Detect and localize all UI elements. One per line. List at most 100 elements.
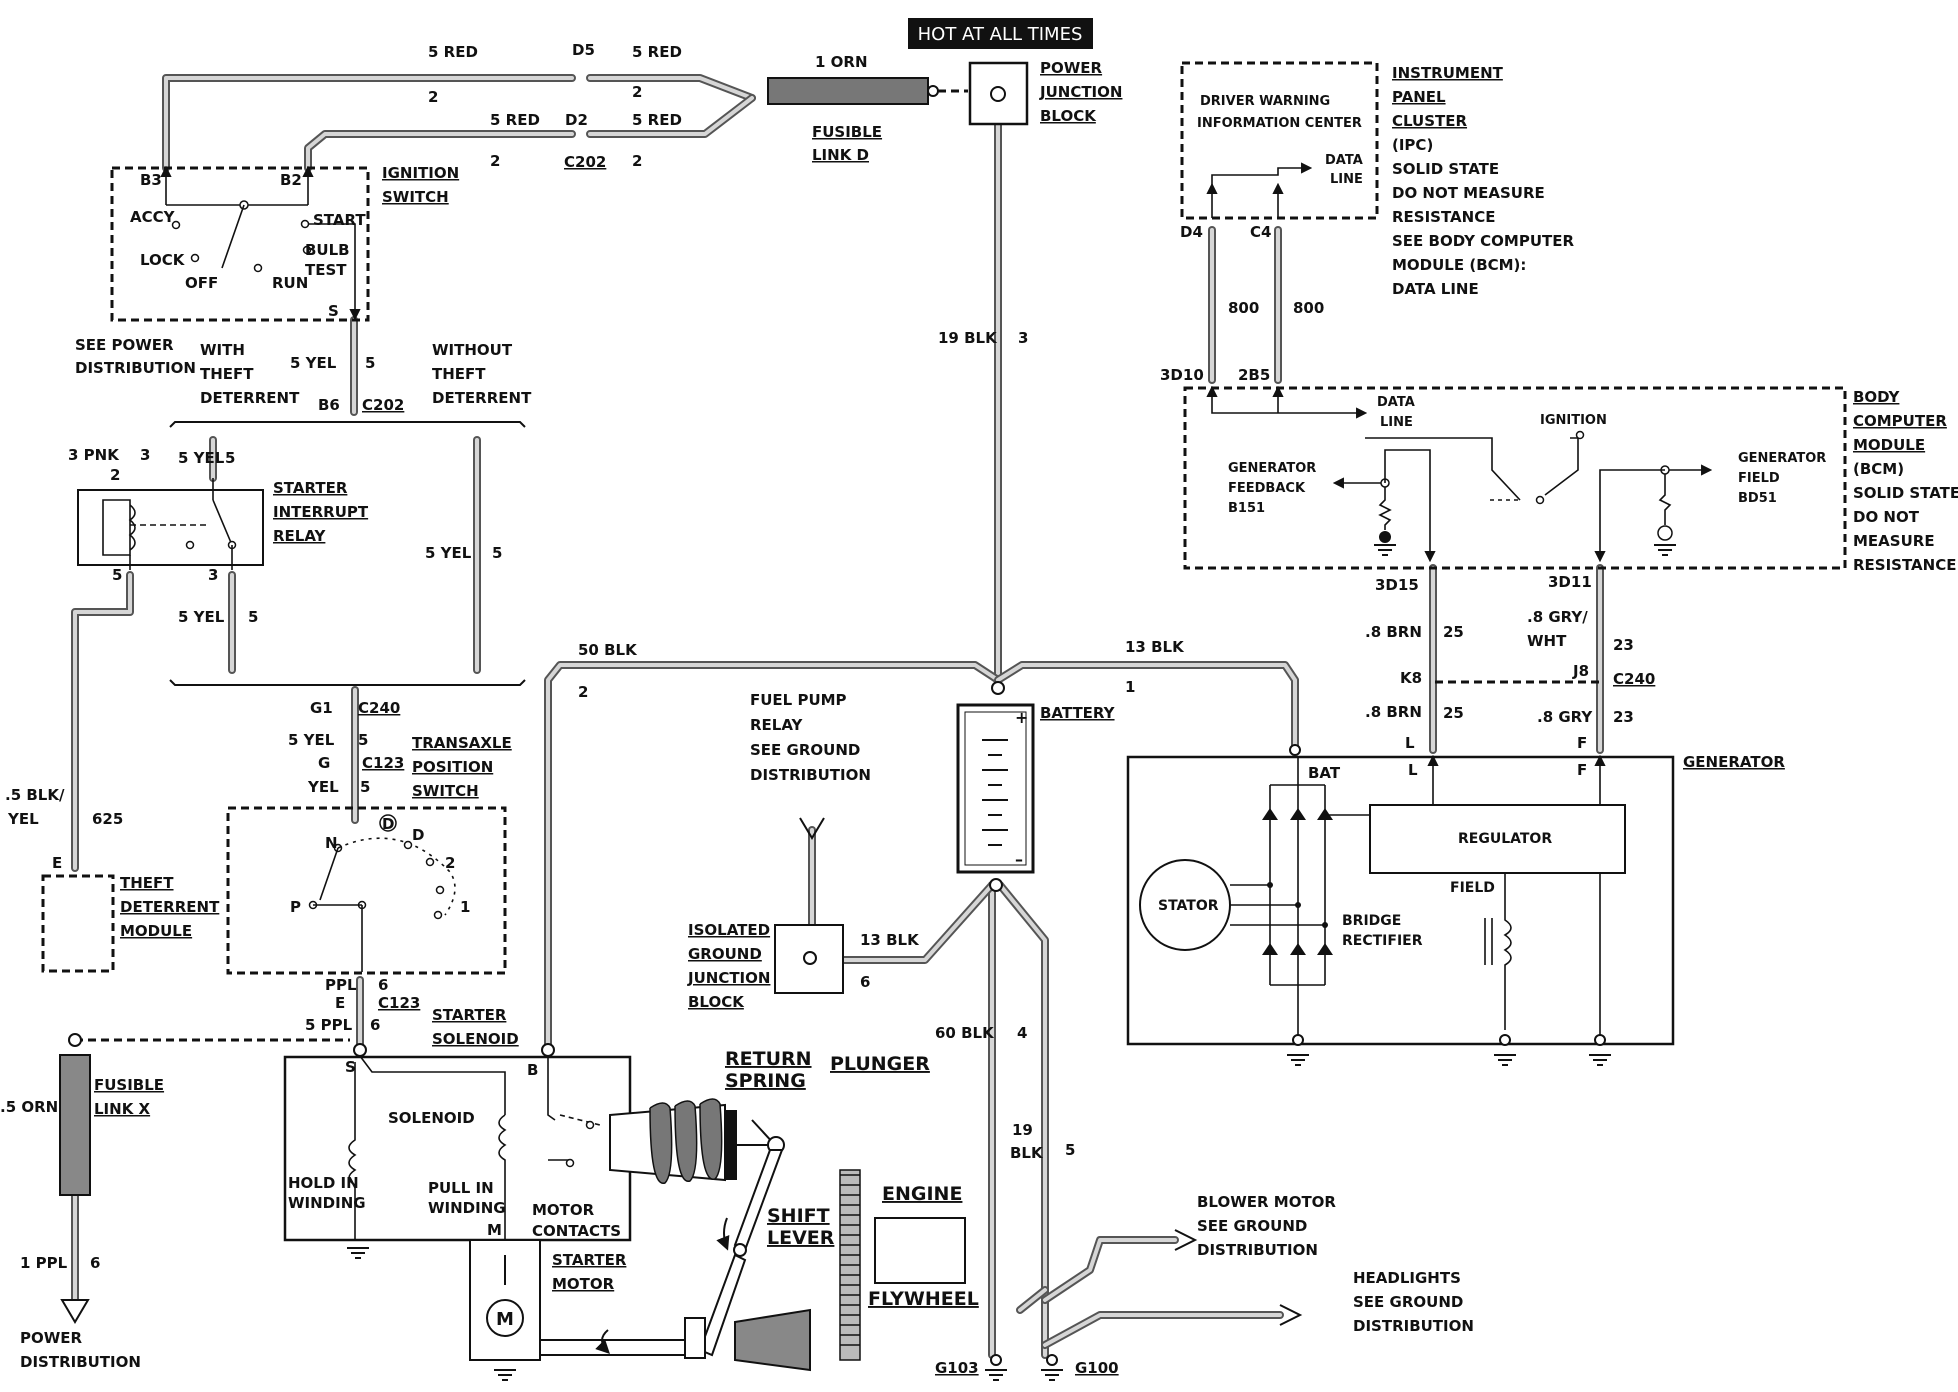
pin-label: B2 bbox=[280, 171, 302, 189]
wire-number: 23 bbox=[1613, 708, 1634, 726]
gen-feedback-label: FEEDBACK bbox=[1228, 481, 1306, 496]
pin-label: F bbox=[1577, 761, 1587, 779]
see-power-label: SEE POWER bbox=[75, 336, 174, 354]
hold-in-label: HOLD IN bbox=[288, 1174, 359, 1192]
blower-label: SEE GROUND bbox=[1197, 1217, 1307, 1235]
motor-contacts-label: MOTOR bbox=[532, 1201, 595, 1219]
ground-label: G100 bbox=[1075, 1359, 1119, 1377]
starter-motor-m: M bbox=[496, 1309, 514, 1330]
wire-label: 3 PNK bbox=[68, 446, 120, 464]
ipc-note: DATA LINE bbox=[1392, 280, 1479, 298]
pin-label: E bbox=[52, 854, 62, 872]
fuel-pump-label: SEE GROUND bbox=[750, 741, 860, 759]
fusible-link-x-label: LINK X bbox=[94, 1100, 151, 1118]
bridge-rectifier-label: BRIDGE bbox=[1342, 913, 1401, 929]
fusible-link-x-label: FUSIBLE bbox=[94, 1076, 164, 1094]
fuel-pump-label: FUEL PUMP bbox=[750, 691, 847, 709]
fusible-link-d-label: FUSIBLE bbox=[812, 123, 882, 141]
connector-label: C123 bbox=[378, 994, 420, 1012]
gen-field-label: BD51 bbox=[1738, 491, 1777, 506]
power-junction-label: POWER bbox=[1040, 59, 1103, 77]
wire-label: .8 BRN bbox=[1365, 623, 1422, 641]
theft-module-title: MODULE bbox=[120, 922, 192, 940]
wire-number: 2 bbox=[428, 88, 438, 106]
pin-label: S bbox=[345, 1058, 356, 1076]
bcm-note: MEASURE bbox=[1853, 532, 1935, 550]
connector-label: C123 bbox=[362, 754, 404, 772]
switch-position: 1 bbox=[460, 898, 470, 916]
switch-position: BULB bbox=[305, 241, 350, 259]
without-theft-label: WITHOUT bbox=[432, 341, 513, 359]
blower-label: DISTRIBUTION bbox=[1197, 1241, 1318, 1259]
wire-label: 5 YEL bbox=[425, 544, 472, 562]
with-theft-label: THEFT bbox=[200, 365, 254, 383]
engine-label: ENGINE bbox=[882, 1183, 962, 1205]
bcm-note: RESISTANCE bbox=[1853, 556, 1956, 574]
switch-position: P bbox=[290, 898, 301, 916]
pin-label: M bbox=[487, 1221, 502, 1239]
pin-label: D2 bbox=[565, 111, 588, 129]
wire-label: 1 ORN bbox=[815, 53, 868, 71]
wire-number: 5 bbox=[492, 544, 502, 562]
bcm-title: MODULE bbox=[1853, 436, 1925, 454]
wire-label: 5 YEL bbox=[288, 731, 335, 749]
wire-number: 5 bbox=[248, 608, 258, 626]
pin-label: B3 bbox=[140, 171, 162, 189]
connector-marks bbox=[75, 421, 1600, 1042]
switch-position: TEST bbox=[305, 261, 347, 279]
without-theft-label: THEFT bbox=[432, 365, 486, 383]
wire-label: 13 BLK bbox=[860, 931, 920, 949]
fusible-link-d-label: LINK D bbox=[812, 146, 869, 164]
without-theft-label: DETERRENT bbox=[432, 389, 532, 407]
ipc-inner-label: INFORMATION CENTER bbox=[1197, 116, 1362, 131]
regulator-label: REGULATOR bbox=[1458, 831, 1552, 847]
switch-position: D bbox=[382, 815, 394, 833]
flywheel-label: FLYWHEEL bbox=[868, 1288, 979, 1310]
pin-label: J8 bbox=[1572, 662, 1589, 680]
see-power-label: DISTRIBUTION bbox=[75, 359, 196, 377]
bridge-rectifier-label: RECTIFIER bbox=[1342, 933, 1423, 949]
wire-label: 19 BLK bbox=[938, 329, 998, 347]
transaxle-title: TRANSAXLE bbox=[412, 734, 512, 752]
return-spring-label: SPRING bbox=[725, 1070, 806, 1092]
pin-label: 2 bbox=[110, 466, 120, 484]
pin-label: B6 bbox=[318, 396, 340, 414]
ipc-inner-label: DRIVER WARNING bbox=[1200, 94, 1330, 109]
wire-label: 1 PPL bbox=[20, 1254, 68, 1272]
hot-at-all-times-banner bbox=[908, 18, 1093, 49]
plunger-label: PLUNGER bbox=[830, 1053, 930, 1075]
pin-label: 3 bbox=[208, 566, 218, 584]
pin-label: L bbox=[1405, 734, 1415, 752]
battery-plus: + bbox=[1015, 708, 1028, 727]
ipc-note: SOLID STATE bbox=[1392, 160, 1499, 178]
pin-label: G1 bbox=[310, 699, 333, 717]
wire-label: WHT bbox=[1527, 632, 1567, 650]
data-line-label: DATA bbox=[1377, 395, 1415, 410]
wire-label: 5 YEL bbox=[290, 354, 337, 372]
field-label: FIELD bbox=[1450, 880, 1495, 896]
fuel-pump-label: RELAY bbox=[750, 716, 804, 734]
wire-number: 25 bbox=[1443, 623, 1464, 641]
wire-number: 625 bbox=[92, 810, 123, 828]
ipc-note: DO NOT MEASURE bbox=[1392, 184, 1545, 202]
ignition-label: IGNITION bbox=[1540, 413, 1607, 428]
wire-label: 13 BLK bbox=[1125, 638, 1185, 656]
bcm-note: (BCM) bbox=[1853, 460, 1904, 478]
pin-label: G bbox=[318, 754, 330, 772]
wire-number: 5 bbox=[358, 731, 368, 749]
ignition-switch-title: IGNITION bbox=[382, 164, 459, 182]
connector-label: C202 bbox=[564, 153, 606, 171]
ignition-switch-title: SWITCH bbox=[382, 188, 449, 206]
wiring bbox=[71, 74, 1604, 1359]
ipc-note: SEE BODY COMPUTER bbox=[1392, 232, 1574, 250]
wire-label: 5 YEL bbox=[178, 449, 225, 467]
shift-lever-label: SHIFT bbox=[767, 1205, 830, 1227]
wire-number: 23 bbox=[1613, 636, 1634, 654]
wire-number: 6 bbox=[860, 973, 870, 991]
wire-number: 6 bbox=[370, 1016, 380, 1034]
switch-position: N bbox=[325, 834, 338, 852]
fuel-pump-label: DISTRIBUTION bbox=[750, 766, 871, 784]
wire-number: 2 bbox=[632, 83, 642, 101]
shift-lever-label: LEVER bbox=[767, 1227, 835, 1249]
starter-solenoid bbox=[283, 1043, 632, 1259]
